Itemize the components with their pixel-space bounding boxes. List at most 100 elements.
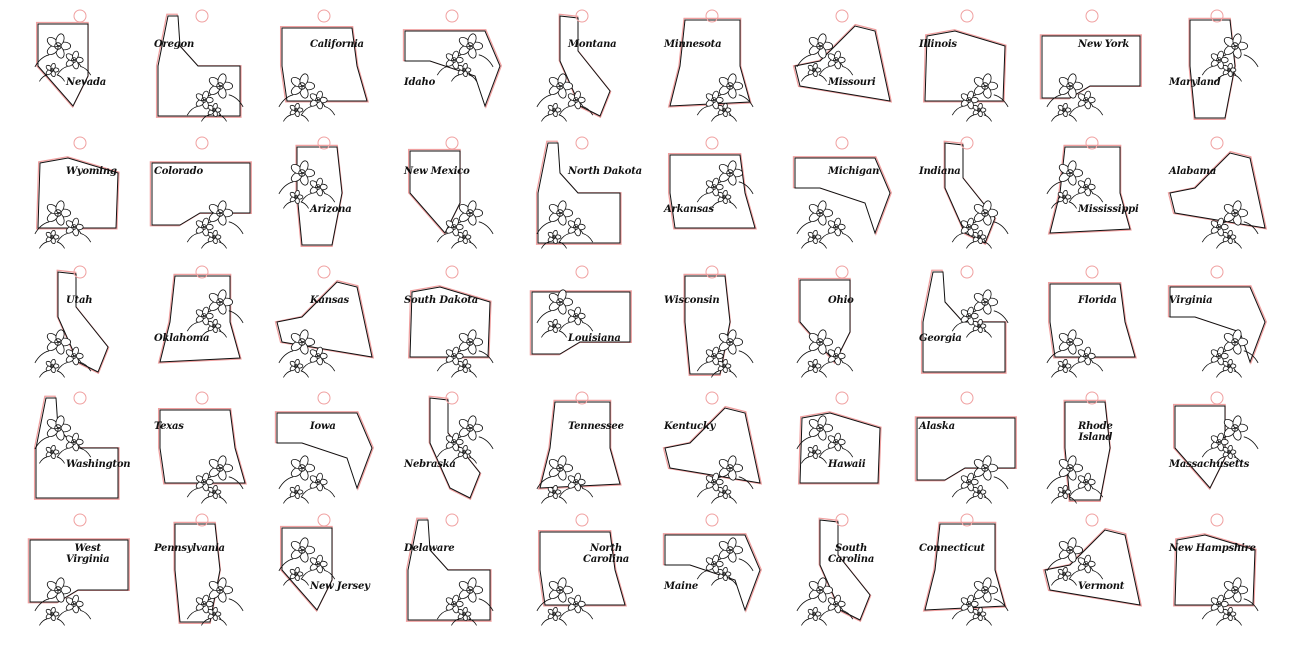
- floral-motif: [536, 73, 594, 122]
- state-name-label: Pennsylvania: [154, 543, 225, 554]
- state-ornament: Mississippi: [1030, 133, 1154, 257]
- state-outline: [662, 391, 763, 504]
- state-name-label: New Mexico: [404, 166, 470, 177]
- state-outline: [535, 136, 622, 249]
- state-name-label: Michigan: [828, 166, 880, 177]
- state-name-label: Hawaii: [828, 459, 866, 470]
- floral-motif: [951, 73, 1009, 122]
- state-name-label: West Virginia: [66, 543, 110, 565]
- state-name-label: Utah: [66, 295, 93, 306]
- state-ornament: Arkansas: [650, 133, 774, 257]
- state-name-label: Iowa: [310, 421, 336, 432]
- state-name-label: Maine: [664, 581, 698, 592]
- floral-motif: [34, 33, 92, 82]
- floral-motif: [278, 537, 336, 586]
- state-name-label: Alaska: [919, 421, 955, 432]
- floral-motif: [951, 577, 1009, 626]
- state-outline: [1167, 265, 1267, 378]
- floral-motif: [696, 73, 754, 122]
- state-name-label: Minnesota: [664, 39, 722, 50]
- floral-motif: [796, 577, 854, 626]
- state-outline: [922, 513, 1009, 626]
- state-ornament: Washington: [18, 388, 142, 512]
- floral-motif: [1201, 577, 1259, 626]
- state-name-label: North Dakota: [568, 166, 642, 177]
- state-outline: [274, 265, 375, 378]
- state-outline: [149, 136, 252, 249]
- state-name-label: Wisconsin: [664, 295, 720, 306]
- state-name-label: Mississippi: [1078, 204, 1139, 215]
- state-name-label: Delaware: [404, 543, 455, 554]
- state-name-label: New Hampshire: [1169, 543, 1256, 554]
- floral-motif: [696, 160, 754, 209]
- state-outline: [1188, 9, 1259, 120]
- state-outline: [667, 136, 757, 230]
- state-ornament: North Carolina: [520, 510, 644, 634]
- state-ornament: Illinois: [905, 6, 1029, 130]
- floral-motif: [1201, 329, 1259, 378]
- state-name-label: South Carolina: [828, 543, 875, 565]
- state-ornament: Vermont: [1030, 510, 1154, 634]
- floral-motif: [186, 455, 244, 504]
- state-ornament: Oregon: [140, 6, 264, 130]
- state-name-label: Indiana: [919, 166, 961, 177]
- state-ornament: Missouri: [780, 6, 904, 130]
- floral-motif: [1046, 160, 1104, 209]
- state-outline: [1046, 136, 1132, 235]
- state-ornament: South Carolina: [780, 510, 904, 634]
- state-ornament: Michigan: [780, 133, 904, 257]
- state-outline: [914, 391, 1017, 504]
- floral-motif: [278, 160, 336, 209]
- state-ornament: Minnesota: [650, 6, 774, 130]
- state-ornament: New York: [1030, 6, 1154, 130]
- state-outline: [920, 265, 1009, 374]
- floral-motif: [186, 289, 244, 338]
- state-ornament: Nebraska: [390, 388, 514, 512]
- state-name-label: Louisiana: [568, 333, 621, 344]
- floral-motif: [34, 577, 92, 626]
- state-outline: [536, 513, 627, 626]
- floral-motif: [186, 73, 244, 122]
- state-name-label: Georgia: [919, 333, 962, 344]
- state-outline: [34, 265, 110, 378]
- state-outline: [402, 9, 502, 109]
- state-ornament: Georgia: [905, 262, 1029, 386]
- state-outline: [667, 9, 754, 122]
- state-ornament: North Dakota: [520, 133, 644, 257]
- state-name-label: Alabama: [1169, 166, 1217, 177]
- floral-motif: [436, 200, 494, 249]
- state-outline: [1046, 391, 1112, 504]
- state-ornament: Delaware: [390, 510, 514, 634]
- state-outline: [157, 391, 247, 504]
- floral-motif: [951, 289, 1009, 338]
- floral-motif: [1046, 455, 1104, 504]
- floral-motif: [1046, 537, 1104, 586]
- state-ornament: Nevada: [18, 6, 142, 130]
- state-ornament: Hawaii: [780, 388, 904, 512]
- state-ornament: Maryland: [1155, 6, 1279, 130]
- state-outline: [27, 513, 130, 626]
- state-ornament: Wisconsin: [650, 262, 774, 386]
- state-name-label: Oklahoma: [154, 333, 210, 344]
- state-ornament: New Mexico: [390, 133, 514, 257]
- state-outline: [536, 391, 622, 504]
- state-name-label: California: [310, 39, 364, 50]
- state-name-label: Nevada: [66, 77, 107, 88]
- floral-motif: [34, 329, 92, 378]
- state-ornament: Massachusetts: [1155, 388, 1279, 512]
- state-ornament: New Jersey: [262, 510, 386, 634]
- state-ornament: New Hampshire: [1155, 510, 1279, 634]
- floral-motif: [536, 577, 594, 626]
- floral-motif: [278, 455, 336, 504]
- state-name-label: Idaho: [404, 77, 436, 88]
- state-outline: [683, 265, 754, 378]
- state-name-label: North Carolina: [582, 543, 630, 565]
- state-ornament: California: [262, 6, 386, 130]
- floral-motif: [186, 577, 244, 626]
- state-ornament: Alabama: [1155, 133, 1279, 257]
- state-outline: [943, 136, 1009, 249]
- floral-motif: [696, 455, 754, 504]
- state-ornament: Texas: [140, 388, 264, 512]
- state-outline: [405, 513, 494, 626]
